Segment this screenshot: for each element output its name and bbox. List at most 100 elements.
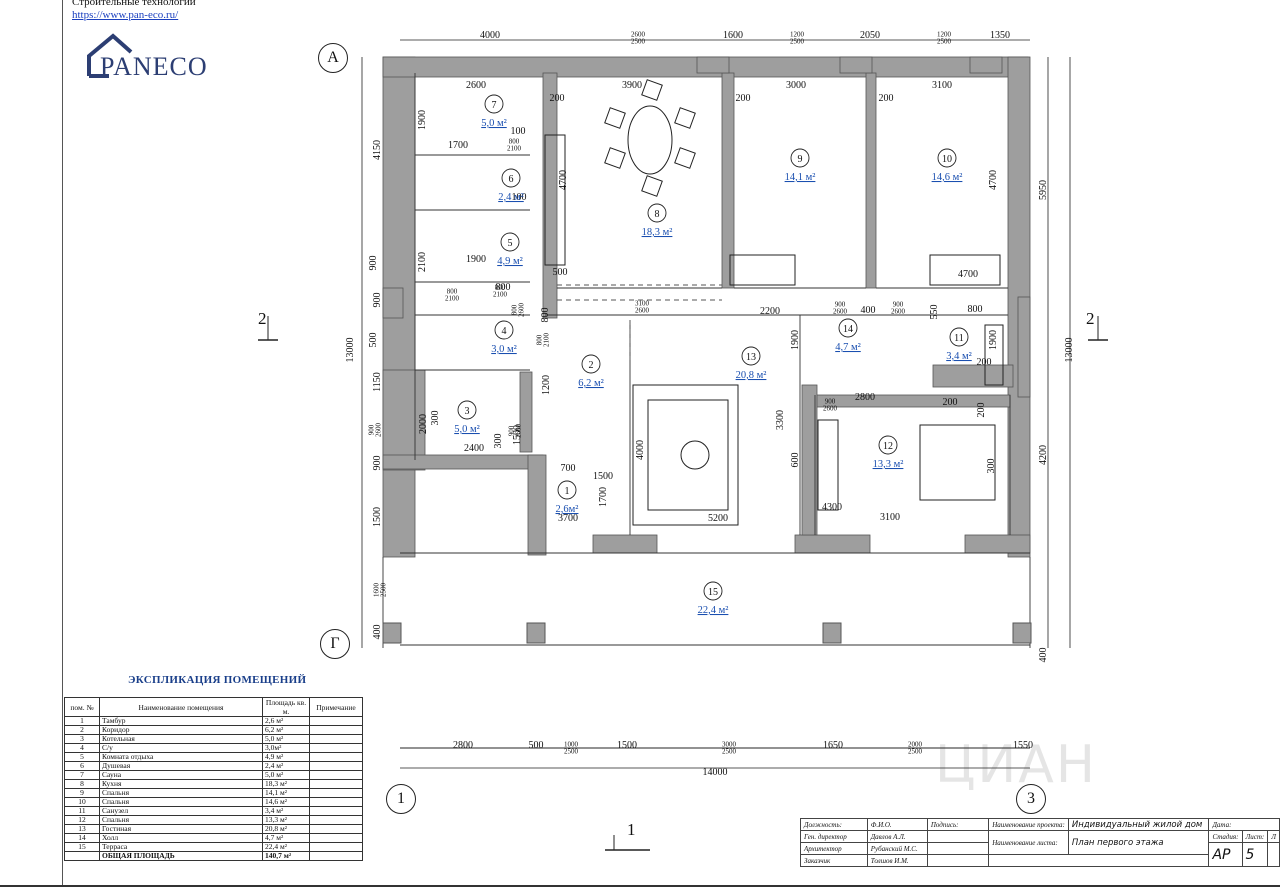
inner-dimension: 2400: [464, 443, 484, 454]
inner-dimension: 1500: [512, 425, 523, 445]
stamp-sheets-value: [1267, 842, 1280, 867]
inner-dimension: 8002100: [535, 333, 550, 348]
stamp-row2-sign: [926, 842, 990, 855]
room-number: 13: [746, 352, 756, 363]
wardrobe: [729, 254, 796, 286]
stamp-project-label: Наименование проекта:: [988, 818, 1069, 831]
left-dimension: 4150: [372, 140, 383, 160]
room-number: 11: [954, 333, 964, 344]
stamp-col-name: Ф.И.О.: [866, 818, 928, 831]
room-area: 3,4 м²: [946, 351, 972, 362]
row-note: [309, 779, 363, 789]
room-number-circle: [878, 435, 898, 455]
inner-dimension: 3300: [775, 410, 786, 430]
section-mark-left: 2: [258, 309, 267, 328]
left-dimension: 900: [372, 293, 383, 308]
room-number-circle: [838, 318, 858, 338]
terrace-post: [382, 622, 402, 644]
wall-segment: [1017, 296, 1031, 398]
wardrobe: [817, 419, 839, 511]
col-header-note: Примечание: [309, 697, 363, 717]
row-note: [309, 752, 363, 762]
stamp-row3-sign: [926, 854, 990, 867]
inner-dimension: 1900: [988, 330, 999, 350]
inner-dimension: 300: [430, 411, 441, 426]
row-note: [309, 806, 363, 816]
bathtub: [984, 324, 1004, 386]
inner-dimension: 4000: [635, 440, 646, 460]
inner-dimension: 100: [511, 126, 526, 137]
wardrobe: [929, 254, 1001, 286]
stamp-row1-name: Давлов А.Л.: [866, 830, 928, 843]
coffee-table: [680, 440, 710, 470]
chair: [604, 107, 626, 129]
stamp-row1-sign: [926, 830, 990, 843]
sofa-inner: [647, 399, 729, 511]
row-name: Сауна: [99, 770, 263, 780]
left-dimension: 400: [372, 625, 383, 640]
frame-bottom-line: [0, 885, 1280, 887]
row-note: [309, 725, 363, 735]
company-url-link[interactable]: https://www.pan-eco.ru/: [72, 9, 179, 21]
total-note: [309, 851, 363, 861]
bed: [919, 424, 996, 501]
room-area: 4,7 м²: [835, 342, 861, 353]
bottom-dimension: 1500: [617, 740, 637, 751]
wall-segment: [519, 371, 533, 453]
room-number: 8: [655, 209, 660, 220]
inner-dimension: 600: [790, 453, 801, 468]
room-number: 3: [465, 406, 470, 417]
room-number-circle: [790, 148, 810, 168]
terrace-post: [526, 622, 546, 644]
room-number-circle: [500, 232, 520, 252]
sofa: [632, 384, 739, 526]
chair: [674, 147, 696, 169]
inner-dimension: 3100: [880, 512, 900, 523]
room-number-circle: [937, 148, 957, 168]
stamp-sheet-value: План первого этажа: [1067, 830, 1210, 855]
room-area: 18,3 м²: [642, 227, 673, 238]
right-dimension: 400: [1038, 648, 1049, 663]
row-note: [309, 815, 363, 825]
inner-dimension: 100: [512, 192, 527, 203]
inner-dimension: 200: [976, 403, 987, 418]
row-note: [309, 842, 363, 852]
inner-dimension: 2000: [418, 414, 429, 434]
inner-dimension: 800: [540, 308, 551, 323]
axis-marker-a: А: [318, 43, 348, 73]
inner-dimension: 3900: [622, 80, 642, 91]
room-area: 6,2 м²: [578, 378, 604, 389]
inner-dimension: 200: [736, 93, 751, 104]
left-dimension: 1150: [372, 372, 383, 392]
room-area: 22,4 м²: [698, 605, 729, 616]
col-header-area: Площадь кв. м.: [262, 697, 310, 717]
row-note: [309, 734, 363, 744]
wall-segment: [382, 454, 544, 470]
room-area: 14,6 м²: [932, 172, 963, 183]
inner-dimension: 550: [929, 305, 940, 320]
inner-dimension: 200: [550, 93, 565, 104]
stamp-row3-name: Толшов И.М.: [866, 854, 928, 867]
stamp-stage-label: Стадия:: [1208, 830, 1243, 843]
total-value: 140,7 м²: [262, 851, 310, 861]
wall-segment: [542, 72, 558, 319]
inner-dimension: 800: [968, 304, 983, 315]
bottom-dimension: 2800: [453, 740, 473, 751]
room-number-circle: [557, 480, 577, 500]
inner-dimension: 3000: [786, 80, 806, 91]
inner-dimension: 1200: [541, 375, 552, 395]
axis-marker-g: Г: [320, 629, 350, 659]
stamp-row2-name: Рубанский М.С.: [866, 842, 928, 855]
inner-dimension: 1700: [448, 140, 468, 151]
stamp-empty: [988, 854, 1210, 867]
inner-dimension: 9002600: [507, 424, 522, 439]
explication-title: ЭКСПЛИКАЦИЯ ПОМЕЩЕНИЙ: [128, 674, 307, 686]
inner-dimension: 2600: [466, 80, 486, 91]
